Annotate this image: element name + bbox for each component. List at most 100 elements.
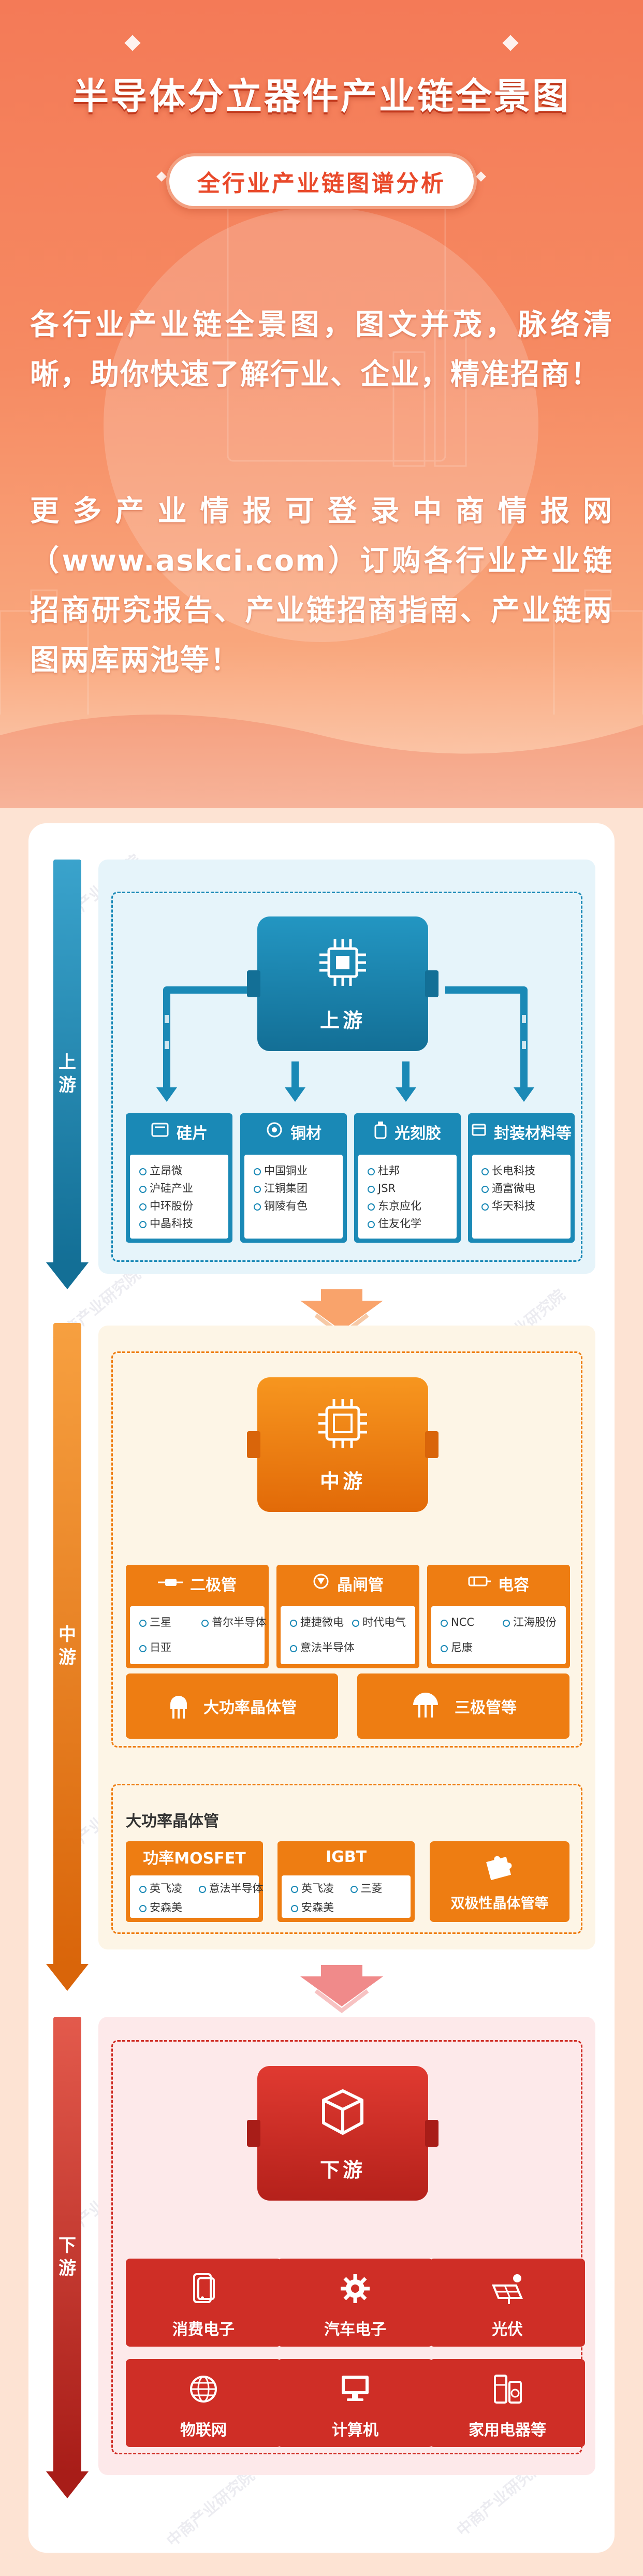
list-item: 住友化学 (363, 1215, 451, 1232)
card-head: 电容 (427, 1565, 570, 1602)
tile-label: 家用电器等 (469, 2421, 546, 2439)
card-body: 立昂微 沪硅产业 中环股份 中晶科技 (130, 1155, 228, 1239)
card-wafer: 硅片 立昂微 沪硅产业 中环股份 中晶科技 (126, 1113, 232, 1243)
copper-icon (266, 1121, 283, 1143)
intro-paragraph-1: 各行业产业链全景图，图文并茂，脉络清晰，助你快速了解行业、企业，精准招商！ (30, 308, 613, 391)
list-item: 沪硅产业 (135, 1180, 223, 1197)
side-arrow-body (53, 860, 81, 1263)
midstream-sub-frame (111, 1784, 582, 1934)
list-item: 意法半导体 (286, 1639, 355, 1664)
list-item: 长电科技 (477, 1162, 565, 1180)
tile-label: 三极管等 (455, 1699, 517, 1717)
tile-label: 汽车电子 (324, 2321, 386, 2339)
decorative-city-illustration (0, 35, 643, 808)
hub-tab (425, 2120, 439, 2147)
side-arrow-body (53, 2017, 81, 2472)
tile-iot: 物联网 (126, 2359, 281, 2447)
side-label-upstream: 上游 (59, 1052, 76, 1096)
tile-power-transistor: 大功率晶体管 (126, 1673, 338, 1739)
list-item: 中国铜业 (250, 1162, 338, 1180)
solar-panel-icon (430, 2272, 585, 2307)
list-item: 立昂微 (135, 1162, 223, 1180)
gear-icon (277, 2272, 433, 2307)
tile-label: 双极性晶体管等 (450, 1895, 549, 1912)
card-body: 英飞凌 三菱 安森美 (282, 1875, 411, 1918)
subtitle-text: 全行业产业链图谱分析 (197, 170, 446, 197)
card-head: 硅片 (126, 1113, 232, 1151)
card-head: 铜材 (240, 1113, 347, 1151)
card-head: 光刻胶 (354, 1113, 461, 1151)
card-thyristor: 晶闸管 捷捷微电 时代电气 意法半导体 (276, 1565, 419, 1668)
card-packaging: 封装材料等 长电科技 通富微电 华天科技 (468, 1113, 575, 1243)
list-item: 意法半导体 (195, 1880, 264, 1899)
hub-label-downstream: 下游 (319, 2159, 366, 2181)
card-title: 光刻胶 (394, 1125, 441, 1143)
card-capacitor: 电容 NCC 江海股份 尼康 (427, 1565, 570, 1668)
page-title: 半导体分立器件产业链全景图 (72, 75, 571, 118)
side-arrow-head (46, 2471, 89, 2498)
card-body: 杜邦 JSR 东京应化 住友化学 (358, 1155, 457, 1239)
list-item: 时代电气 (348, 1613, 410, 1639)
tile-label: 物联网 (180, 2421, 227, 2439)
card-mosfet: 功率MOSFET 英飞凌 意法半导体 安森美 (126, 1841, 264, 1922)
list-item: 三菱 (346, 1880, 406, 1899)
side-arrow-head (46, 1964, 89, 1991)
list-item: JSR (363, 1180, 451, 1197)
card-body: 中国铜业 江铜集团 铜陵有色 (244, 1155, 343, 1239)
package-box-icon (257, 2084, 428, 2143)
list-item: 安森美 (287, 1899, 346, 1918)
chip-icon (257, 934, 428, 993)
hub-tab (247, 2120, 260, 2147)
tile-label: 大功率晶体管 (203, 1699, 297, 1717)
card-body: 捷捷微电 时代电气 意法半导体 (281, 1606, 415, 1664)
monitor-icon (277, 2373, 433, 2406)
side-arrow-head (46, 1262, 89, 1289)
hub-upstream: 上游 (247, 916, 439, 1051)
transistor-icon (167, 1689, 190, 1724)
tile-home-appliances: 家用电器等 (430, 2359, 585, 2447)
midstream-dashed-frame (111, 1351, 582, 1748)
card-body: 英飞凌 意法半导体 安森美 (130, 1875, 264, 1918)
list-item: 英飞凌 (135, 1880, 195, 1899)
card-title: 铜材 (290, 1125, 322, 1143)
side-label-midstream: 中游 (59, 1624, 76, 1668)
list-item: 华天科技 (477, 1197, 565, 1215)
list-item: 东京应化 (363, 1197, 451, 1215)
card-copper: 铜材 中国铜业 江铜集团 铜陵有色 (240, 1113, 347, 1243)
tile-label: 光伏 (492, 2321, 523, 2339)
list-item: 铜陵有色 (250, 1197, 338, 1215)
side-arrow-upstream: 上游 (46, 860, 89, 1289)
tile-bipolar-transistor: 双极性晶体管等 (430, 1841, 569, 1922)
tile-label: 消费电子 (172, 2321, 235, 2339)
tile-consumer-electronics: 消费电子 (126, 2259, 281, 2347)
intro-paragraph-2: 更多产业情报可登录中商情报网（www.askci.com）订购各行业产业链招商研… (30, 494, 613, 677)
card-body: NCC 江海股份 尼康 (431, 1606, 566, 1664)
processor-icon (257, 1395, 428, 1454)
thyristor-icon (312, 1573, 330, 1594)
tile-triode: 三极管等 (357, 1673, 569, 1739)
hub-downstream: 下游 (247, 2066, 439, 2201)
appliance-icon (430, 2373, 585, 2408)
card-head: 功率MOSFET (126, 1841, 263, 1872)
side-arrow-midstream: 中游 (46, 1323, 89, 1991)
card-photoresist: 光刻胶 杜邦 JSR 东京应化 住友化学 (354, 1113, 461, 1243)
box-icon (471, 1122, 487, 1142)
card-title: 硅片 (177, 1125, 208, 1143)
subtitle-pill: 全行业产业链图谱分析 (166, 153, 477, 209)
card-title: 封装材料等 (494, 1125, 572, 1143)
list-item: 中晶科技 (135, 1215, 223, 1232)
puzzle-icon (483, 1852, 516, 1887)
list-item: 普尔半导体 (197, 1613, 266, 1639)
diode-icon (158, 1575, 183, 1593)
tile-label: 计算机 (332, 2421, 378, 2439)
bottle-icon (374, 1120, 387, 1143)
side-label-downstream: 下游 (59, 2235, 76, 2279)
card-head: 晶闸管 (276, 1565, 419, 1602)
card-title: 电容 (498, 1576, 529, 1594)
list-item: NCC (436, 1613, 499, 1639)
upstream-dashed-frame (111, 892, 582, 1262)
list-item: 安森美 (135, 1899, 195, 1918)
downstream-dashed-frame (111, 2040, 582, 2454)
tile-automotive-electronics: 汽车电子 (277, 2259, 433, 2347)
card-head: 二极管 (126, 1565, 269, 1602)
